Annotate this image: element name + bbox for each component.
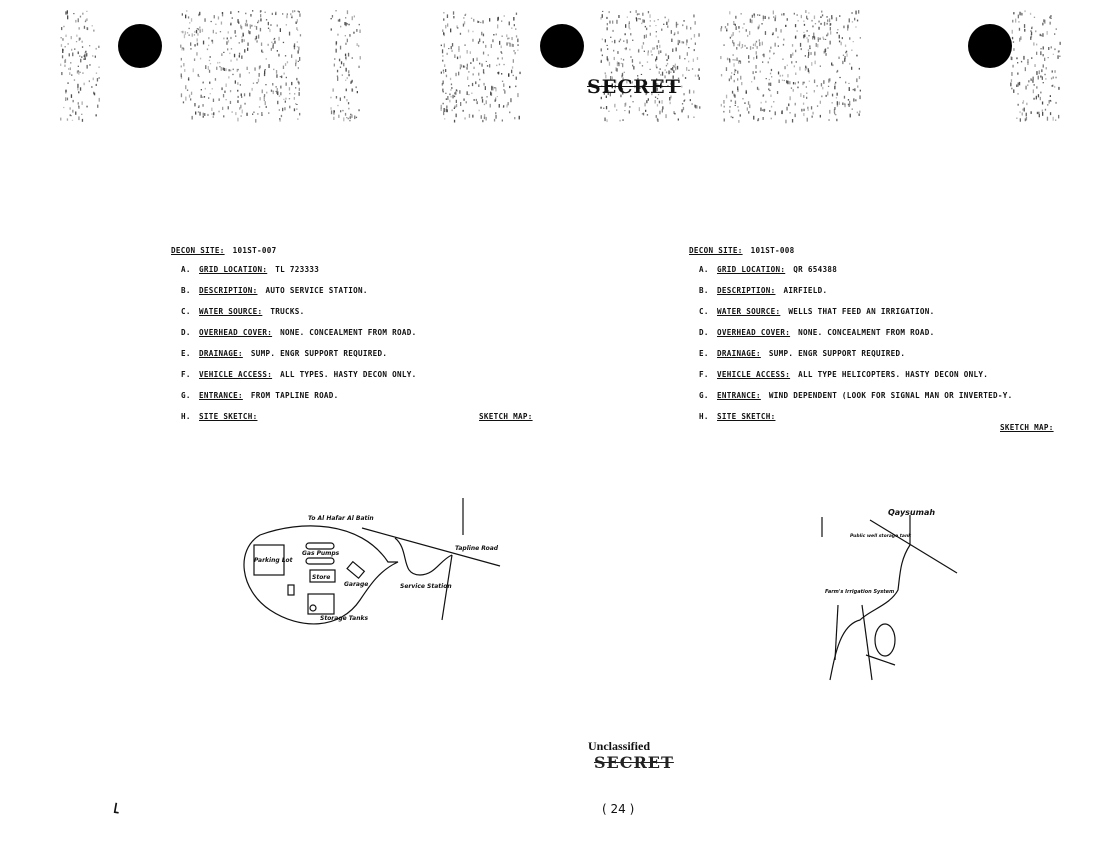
sketch-label: Storage Tanks [320,615,368,622]
tapline-road [361,527,501,567]
sketch-label: Gas Pumps [302,550,340,557]
site-title: DECON SITE:101ST-008 [689,246,795,255]
site-field: B.DESCRIPTION:AUTO SERVICE STATION. [181,286,368,295]
binder-hole [968,24,1012,68]
binder-hole [118,24,162,68]
site-field: A.GRID LOCATION:TL 723333 [181,265,320,274]
site-field: G.ENTRANCE:FROM TAPLINE ROAD. [181,391,339,400]
site-sketch-008: Qaysumah Public well storage tank Farm's… [821,508,958,681]
access-road [394,537,453,576]
site-field: B.DESCRIPTION:AIRFIELD. [699,286,828,295]
handwritten-mark: ⌐ [103,799,129,817]
site-field: E.DRAINAGE:SUMP. ENGR SUPPORT REQUIRED. [181,349,388,358]
sketch-label: Tapline Road [455,545,499,552]
site-field: F.VEHICLE ACCESS:ALL TYPES. HASTY DECON … [181,370,417,379]
unclassified-marking: Unclassified [588,739,651,753]
sketch-label: Garage [344,581,368,588]
site-field: G.ENTRANCE:WIND DEPENDENT (LOOK FOR SIGN… [699,391,1013,400]
decon-site-007: DECON SITE:101ST-007 A.GRID LOCATION:TL … [171,246,561,433]
sketch-label: Public well storage tank [850,533,912,539]
decon-site-008: DECON SITE:101ST-008 A.GRID LOCATION:QR … [689,246,1089,433]
site-field: D.OVERHEAD COVER:NONE. CONCEALMENT FROM … [699,328,935,337]
site-field: D.OVERHEAD COVER:NONE. CONCEALMENT FROM … [181,328,417,337]
sketch-label: Qaysumah [888,508,935,517]
sketch-label: To Al Hafar Al Batin [308,515,374,522]
classification-header: SECRET [587,76,681,98]
sketch-label: Store [312,574,330,581]
site-field: H.SITE SKETCH: [699,412,776,421]
site-title: DECON SITE:101ST-007 [171,246,277,255]
site-field: C.WATER SOURCE:WELLS THAT FEED AN IRRIGA… [699,307,935,316]
site-field: A.GRID LOCATION:QR 654388 [699,265,838,274]
site-field: H.SITE SKETCH: [181,412,258,421]
sketch-map-label: SKETCH MAP: [479,412,533,421]
side-road [441,554,453,621]
site-sketch-007: To Al Hafar Al Batin Tapline Road Gas Pu… [243,498,501,625]
scan-noise [60,10,1061,124]
site-boundary [243,525,399,625]
scan-noise-header [0,0,1104,150]
sketch-label: Service Station [400,583,452,590]
sketch-label: Farm's Irrigation System [825,589,894,595]
sketch-map-label: SKETCH MAP: [1000,423,1054,432]
site-field: C.WATER SOURCE:TRUCKS. [181,307,305,316]
site-field: E.DRAINAGE:SUMP. ENGR SUPPORT REQUIRED. [699,349,906,358]
classification-footer: SECRET [594,753,674,772]
sketch-label: Parking Lot [254,557,294,564]
site-field: F.VEHICLE ACCESS:ALL TYPE HELICOPTERS. H… [699,370,989,379]
binder-hole [540,24,584,68]
page-number: ( 24 ) [602,802,635,816]
